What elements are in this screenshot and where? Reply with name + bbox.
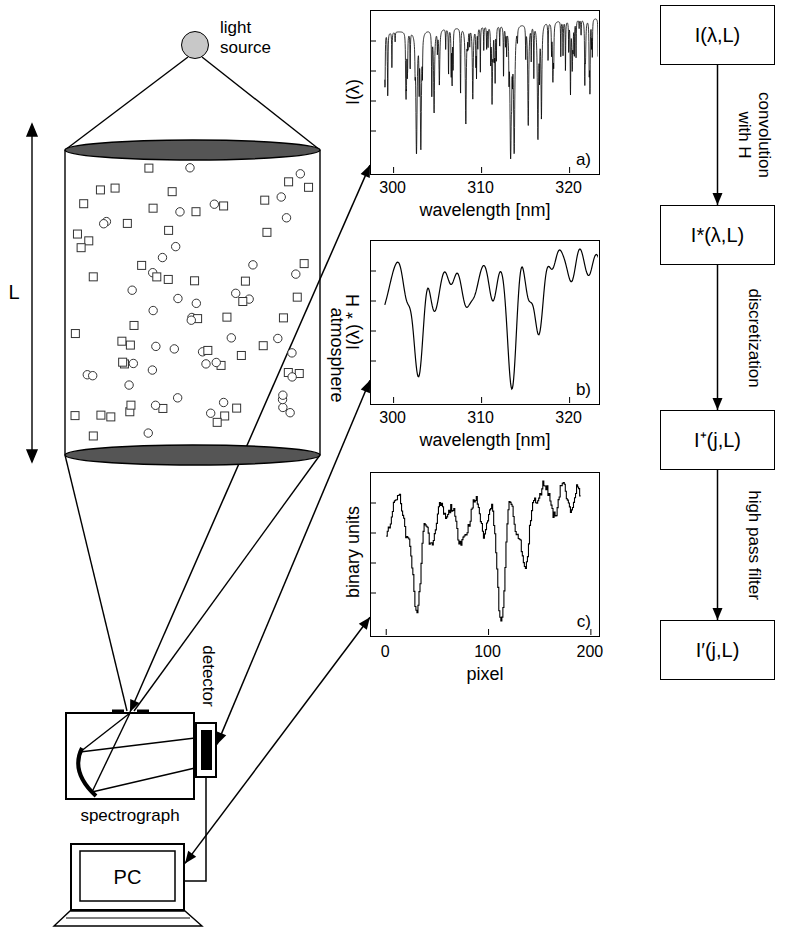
node-label: I*(λ,L)	[691, 224, 744, 247]
node-label: a)	[576, 150, 591, 170]
connector	[713, 265, 723, 410]
spectrum-a	[371, 11, 598, 173]
edge-label: high pass filter	[744, 489, 764, 601]
process-box: I⁺(j,L)	[660, 410, 775, 470]
tick-label: 100	[474, 643, 501, 661]
connector	[713, 470, 723, 620]
light-source: light source	[181, 31, 209, 59]
axis-label: I(λ) * H	[343, 294, 364, 350]
axis-label: wavelength [nm]	[419, 430, 550, 451]
connector	[185, 778, 206, 881]
tick-label: 310	[467, 179, 494, 197]
node-label: c)	[577, 612, 591, 632]
connector	[130, 165, 370, 712]
node-label: light source	[220, 18, 280, 57]
tick-label: 0	[381, 643, 390, 661]
spectrograph-box: spectrograph	[65, 712, 195, 800]
node-label: I(λ,L)	[695, 24, 741, 47]
axis-label: wavelength [nm]	[419, 200, 550, 221]
dimension-label: L	[8, 281, 19, 304]
axis-label: I(λ)	[343, 79, 364, 105]
edge-label: convolution with H	[734, 79, 773, 191]
pc-screen: PC	[70, 843, 185, 911]
tick-label: 310	[467, 409, 494, 427]
plot-frame: c)	[370, 472, 600, 637]
spectrum-c	[371, 473, 598, 635]
plot-frame: b)	[370, 240, 600, 405]
process-box: I*(λ,L)	[660, 205, 775, 265]
tick-label: 320	[555, 179, 582, 197]
atmosphere-column: atmosphere	[55, 135, 330, 470]
plot-frame: a)	[370, 10, 600, 175]
spectrum-b	[371, 241, 598, 403]
tick-label: 200	[577, 643, 604, 661]
tick-label: 320	[555, 409, 582, 427]
node-label: b)	[576, 380, 591, 400]
connector	[713, 65, 723, 205]
axis-label: binary units	[343, 506, 364, 598]
tick-label: 300	[379, 179, 406, 197]
connector	[217, 380, 370, 744]
node-label: spectrograph	[80, 806, 179, 826]
node-label: PC	[114, 866, 142, 889]
edge-label: discretization	[744, 282, 764, 394]
process-box: I′(j,L)	[660, 620, 775, 680]
node-label: detector	[198, 645, 218, 706]
atmosphere-cylinder	[55, 135, 330, 470]
detector-box: detector	[195, 722, 217, 778]
connector	[185, 617, 370, 863]
process-box: I(λ,L)	[660, 5, 775, 65]
detector-array	[197, 724, 215, 776]
node-label: I′(j,L)	[696, 639, 740, 662]
axis-label: pixel	[466, 664, 503, 685]
node-label: I⁺(j,L)	[694, 429, 741, 452]
tick-label: 300	[379, 409, 406, 427]
